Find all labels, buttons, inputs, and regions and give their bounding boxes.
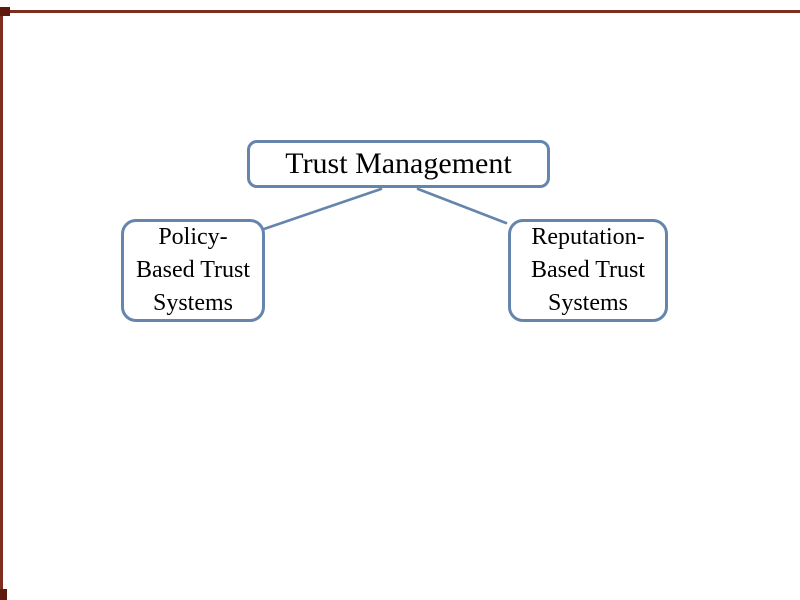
node-label-line: Based Trust: [530, 257, 646, 283]
connector-left: [262, 187, 383, 231]
diagram-node-trust-management: Trust Management: [247, 140, 550, 188]
frame-corner-bottom-left: [0, 589, 7, 600]
node-label-line: Systems: [152, 290, 233, 316]
node-label-line: Policy-: [158, 224, 228, 250]
frame-top-line: [10, 10, 800, 13]
frame-corner-top-left: [0, 7, 10, 16]
diagram-node-reputation-based: Reputation- Based Trust Systems: [508, 219, 668, 322]
node-label-line: Reputation-: [531, 224, 645, 250]
diagram-node-policy-based: Policy- Based Trust Systems: [121, 219, 265, 322]
node-label: Trust Management: [285, 147, 512, 180]
node-label-line: Based Trust: [135, 257, 251, 283]
connector-right: [416, 187, 508, 225]
frame-left-line: [0, 16, 3, 589]
node-label-line: Systems: [547, 290, 628, 316]
